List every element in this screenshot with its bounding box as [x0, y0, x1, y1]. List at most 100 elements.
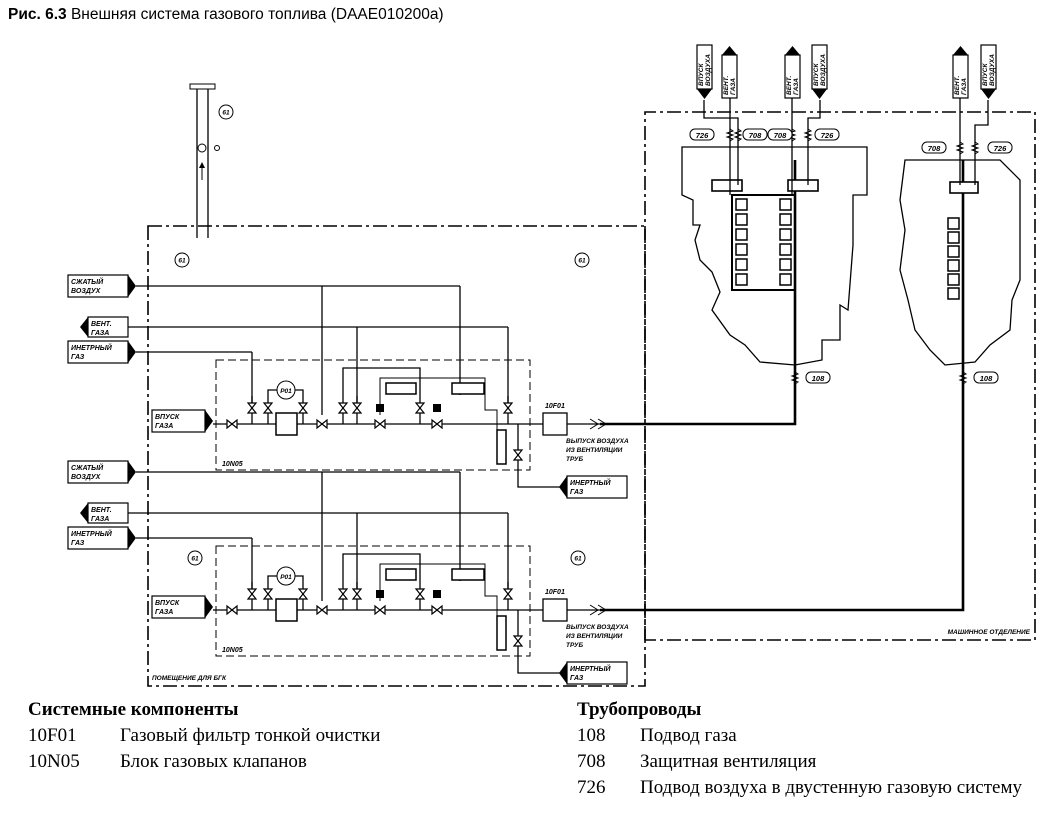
inert-gas-inlet-port-label: ГАЗ — [71, 540, 85, 547]
pipe-tag-726: 726 — [696, 131, 709, 140]
pipe-tag-108: 108 — [980, 374, 993, 383]
legend-code: 708 — [577, 751, 606, 772]
gvu-room-label: ПОМЕЩЕНИЕ ДЛЯ БГК — [152, 675, 227, 682]
pressure-tag: P01 — [280, 574, 292, 581]
legend-desc: Подвод воздуха в двустенную газовую сист… — [640, 777, 1022, 798]
compressed-air-port-label: СЖАТЫЙ — [71, 277, 104, 286]
tag-61: 61 — [178, 258, 186, 265]
pipe-tag-108-frame — [973, 371, 999, 384]
air-inlet-port-label: ВПУСК — [813, 63, 820, 86]
exhaust-label: ВЫПУСК ВОЗДУХА — [566, 624, 629, 631]
legend-row: 708 Защитная вентиляция — [577, 749, 1030, 775]
cylinder-valve-icon — [947, 273, 960, 286]
gas-inlet-port-arrow-icon — [205, 596, 213, 618]
valve-icon — [374, 604, 386, 616]
valve-icon — [246, 402, 258, 414]
inert-gas-inlet-port-arrow-icon — [128, 527, 136, 549]
valve-unit-boundary — [215, 359, 531, 471]
tag-61: 61 — [574, 556, 582, 563]
valve-icon — [337, 402, 349, 414]
legend-desc: Защитная вентиляция — [640, 751, 817, 772]
valve-icon — [316, 604, 328, 616]
figure-title: Рис. 6.3 Внешняя система газового топлив… — [8, 6, 444, 24]
pipe-tag-708-frame — [742, 128, 768, 141]
exhaust-label: ИЗ ВЕНТИЛЯЦИИ — [566, 633, 623, 640]
pipe-tag-726-frame — [689, 128, 715, 141]
gas-inlet-port-arrow-icon — [205, 410, 213, 432]
cylinder-valve-icon — [735, 273, 748, 286]
pipe-line — [807, 100, 821, 185]
valve-icon — [502, 402, 514, 414]
pipe-line — [484, 581, 498, 618]
cylinder-valve-icon — [735, 198, 748, 211]
pipe-line — [974, 100, 989, 185]
valve-icon — [414, 402, 426, 414]
flex-hose-icon — [958, 371, 968, 385]
air-inlet-port-arrow-icon — [697, 89, 712, 99]
pipe-tag-708-frame — [921, 141, 947, 154]
pipe-line — [342, 553, 421, 582]
compressed-air-port-label: ВОЗДУХ — [71, 288, 102, 295]
engine-2-outline — [899, 159, 1021, 366]
inert-gas-outlet-port-label: ГАЗ — [570, 675, 584, 682]
compressed-air-port-label: СЖАТЫЙ — [71, 463, 104, 472]
flow-chevron-icon — [589, 418, 599, 430]
gas-vent-port-label: ГАЗА — [793, 78, 800, 95]
gas-inlet-port-label: ВПУСК — [155, 414, 180, 421]
tag-61-circle — [174, 252, 190, 268]
filter-tag: 10F01 — [545, 403, 565, 410]
tag-61-circle — [574, 252, 590, 268]
valve-icon — [262, 402, 274, 414]
cylinder-valve-icon — [779, 258, 792, 271]
main-gas-valve-icon — [787, 179, 819, 192]
valve-icon — [351, 402, 363, 414]
pilot-line — [379, 377, 486, 415]
gas-supply-pipe — [600, 160, 797, 426]
air-inlet-port-label: ВОЗДУХА — [820, 54, 827, 86]
engine-room-boundary — [644, 111, 1036, 641]
pipe-tag-708-frame — [767, 128, 793, 141]
inert-gas-outlet-port-label: ИНЕРТНЫЙ — [570, 664, 611, 673]
inert-gas-inlet-port-arrow-icon — [128, 341, 136, 363]
cylinder-valve-icon — [779, 213, 792, 226]
gas-vent-port-arrow-icon — [722, 46, 737, 55]
legend-code: 108 — [577, 725, 606, 746]
tag-61: 61 — [578, 258, 586, 265]
engine-1-outline — [681, 146, 868, 366]
instrument-icon — [197, 143, 207, 153]
pipe-tag-726-frame — [987, 141, 1013, 154]
fine-filter-icon — [542, 412, 568, 436]
pipe-tag-108: 108 — [812, 374, 825, 383]
cylinder-valve-icon — [947, 217, 960, 230]
pipe-tag-726-frame — [814, 128, 840, 141]
pipe-line — [517, 656, 567, 674]
cylinder-valve-icon — [779, 228, 792, 241]
pilot-line — [379, 563, 486, 601]
valve-unit-tag: 10N05 — [222, 461, 243, 468]
cylinder-valve-icon — [779, 273, 792, 286]
valve-icon — [431, 418, 443, 430]
air-inlet-port-label: ВПУСК — [698, 63, 705, 86]
cylinder-valve-icon — [735, 258, 748, 271]
vent-valve-icon — [496, 615, 507, 651]
gas-vent-port-label: ВЕНТ. — [91, 507, 112, 514]
actuator-icon — [376, 404, 384, 412]
compressed-air-port-arrow-icon — [128, 275, 136, 297]
valve-icon — [316, 418, 328, 430]
tag-61-circle — [218, 104, 234, 120]
legend-desc: Блок газовых клапанов — [120, 751, 307, 772]
valve-unit-tag: 10N05 — [222, 647, 243, 654]
gas-inlet-port-label: ГАЗА — [155, 609, 173, 616]
gas-vent-port-label: ГАЗА — [91, 330, 109, 337]
valve-icon — [512, 449, 524, 461]
filter-tag: 10F01 — [545, 589, 565, 596]
cylinder-valve-icon — [735, 213, 748, 226]
pipe-tag-708: 708 — [928, 144, 941, 153]
inert-gas-inlet-port-label: ГАЗ — [71, 354, 85, 361]
instrument-icon — [214, 145, 220, 151]
flow-chevron-icon — [597, 604, 607, 616]
flex-hose-icon — [790, 371, 800, 385]
valve-icon — [414, 588, 426, 600]
